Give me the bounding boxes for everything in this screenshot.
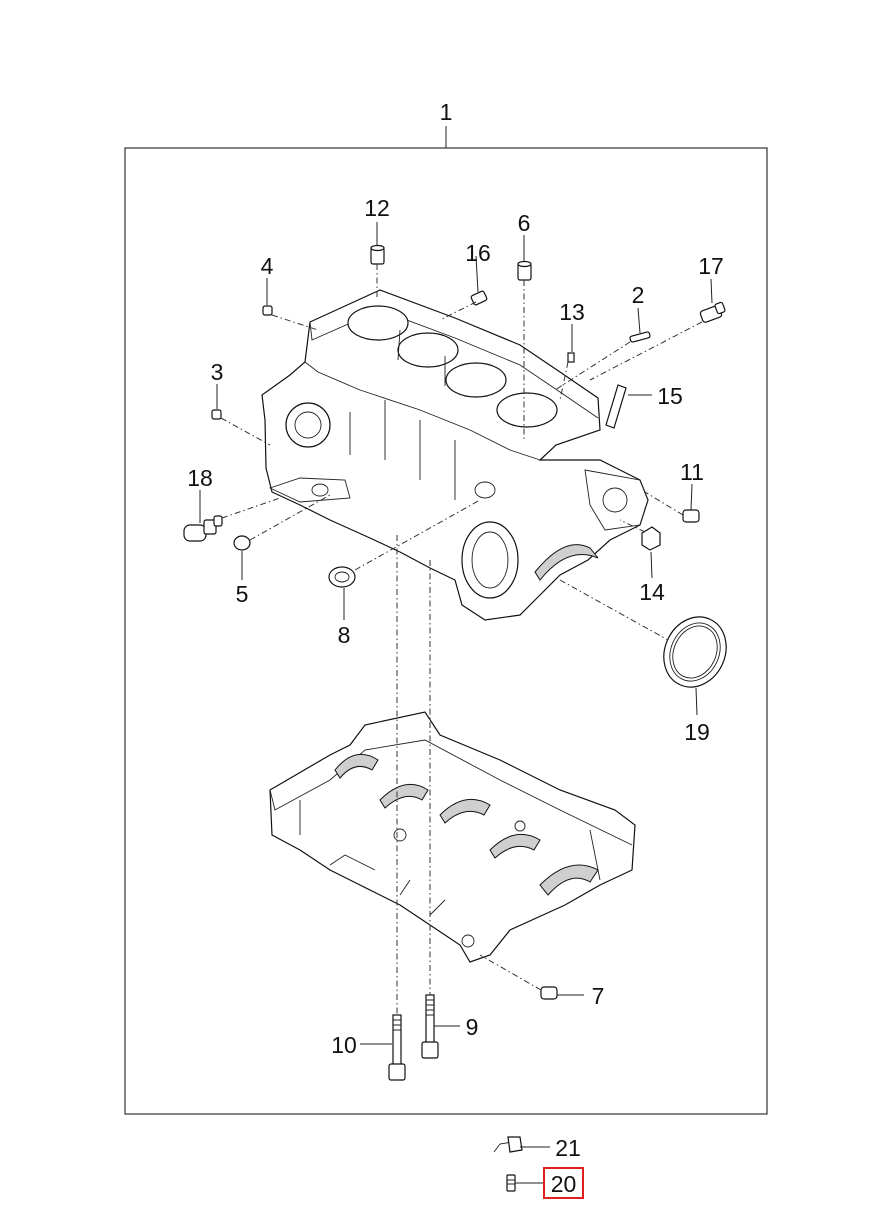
callout-19[interactable]: 19: [684, 719, 710, 745]
part-dowel-12: [370, 244, 385, 265]
part-oil-seal-19: [663, 616, 727, 688]
part-nut-14: [641, 526, 661, 551]
callout-15[interactable]: 15: [657, 383, 683, 409]
callout-4[interactable]: 4: [261, 253, 274, 279]
callout-labels: 12 6 4 16 17 2 13 3 15 11 18 14 5 8 19 7…: [187, 195, 724, 1161]
part-bolt-10: [388, 1014, 406, 1081]
callout-10[interactable]: 10: [331, 1032, 357, 1058]
part-pipe-15: [605, 384, 627, 429]
part-bushing-11: [682, 509, 700, 523]
callout-20[interactable]: 20: [551, 1171, 577, 1197]
callout-8[interactable]: 8: [338, 622, 351, 648]
callout-18[interactable]: 18: [187, 465, 213, 491]
highlight-box: [543, 1167, 584, 1199]
assembly-frame: [124, 147, 768, 1115]
part-fitting-17: [699, 301, 726, 323]
callout-2[interactable]: 2: [632, 282, 645, 308]
callout-3[interactable]: 3: [211, 359, 224, 385]
part-plug-16: [470, 290, 488, 306]
leader-lines: [199, 222, 713, 1184]
part-sensor-18: [183, 515, 223, 542]
highlighted-callout[interactable]: 20: [543, 1167, 584, 1199]
callout-6[interactable]: 6: [518, 210, 531, 236]
assembly-label[interactable]: 1: [440, 99, 453, 125]
callout-16[interactable]: 16: [465, 240, 491, 266]
callout-21[interactable]: 21: [555, 1135, 581, 1161]
crankcase-lower: [269, 711, 636, 963]
callout-14[interactable]: 14: [639, 579, 665, 605]
cylinder-block-upper: [261, 289, 649, 621]
part-plug-4: [262, 305, 273, 316]
part-dowel-6: [517, 260, 532, 281]
callout-7[interactable]: 7: [592, 983, 605, 1009]
part-plug-3: [211, 409, 222, 420]
callout-17[interactable]: 17: [698, 253, 724, 279]
callout-12[interactable]: 12: [364, 195, 390, 221]
part-bushing-5: [233, 535, 251, 551]
callout-11[interactable]: 11: [680, 459, 704, 485]
part-pin-2: [629, 331, 651, 343]
callout-9[interactable]: 9: [466, 1014, 479, 1040]
part-bolt-20: [506, 1174, 516, 1192]
part-seal-8: [328, 566, 356, 588]
callout-13[interactable]: 13: [559, 299, 585, 325]
part-bushing-7: [540, 986, 558, 1000]
part-clip-21: [493, 1136, 523, 1153]
callout-5[interactable]: 5: [236, 581, 249, 607]
part-pin-13: [567, 352, 575, 363]
